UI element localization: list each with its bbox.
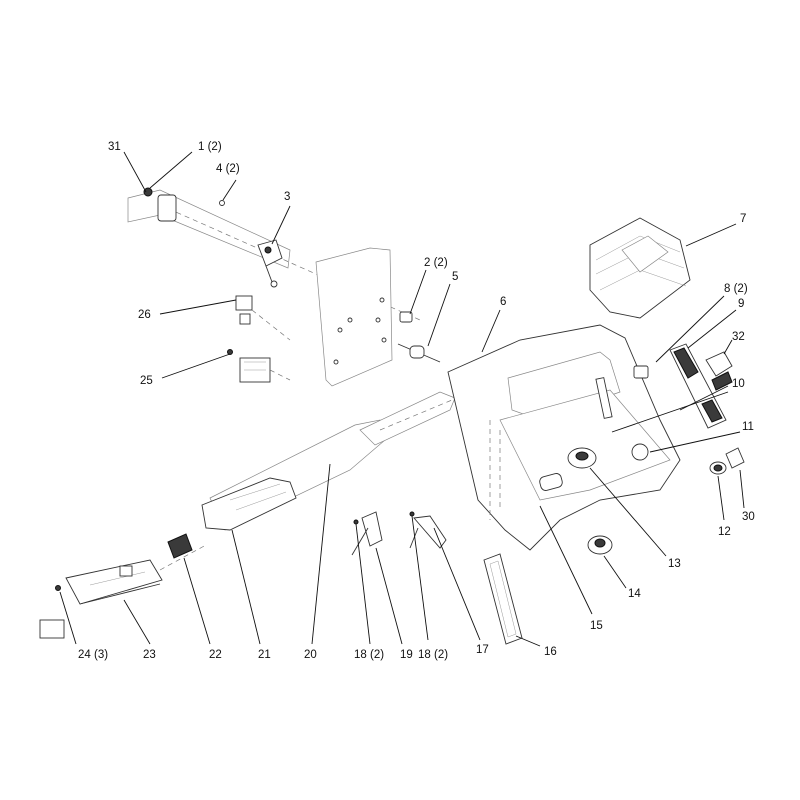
callout-20: 20: [304, 649, 317, 661]
shaft-bushing: [397, 343, 441, 363]
callout-16: 16: [544, 646, 557, 658]
callout-31: 31: [108, 141, 121, 153]
callout-14: 14: [628, 588, 641, 600]
callout-17: 17: [476, 644, 489, 656]
linkage-17: [409, 511, 447, 549]
switch-bracket-25: [227, 349, 291, 383]
callout-6: 6: [500, 296, 506, 308]
callout-19: 19: [400, 649, 413, 661]
steering-shaft-assembly: [127, 187, 421, 321]
callout-30: 30: [742, 511, 755, 523]
switch-panel: [633, 343, 727, 429]
tube-cover: [201, 477, 297, 531]
callout-22: 22: [209, 649, 222, 661]
callout-25: 25: [140, 375, 153, 387]
callout-18a: 18 (2): [354, 649, 384, 661]
decal-strip: [483, 553, 523, 645]
callout-7: 7: [740, 213, 746, 225]
callout-26: 26: [138, 309, 151, 321]
callout-12: 12: [718, 526, 731, 538]
rocker-switch: [705, 351, 733, 391]
switch-bracket-26: [235, 295, 291, 341]
boot-cover: [589, 217, 691, 319]
callout-13: 13: [668, 558, 681, 570]
dash-housing: [447, 324, 681, 551]
control-knob: [567, 447, 597, 469]
callout-2: 2 (2): [424, 257, 448, 269]
leader-lines: [59, 151, 745, 647]
callout-labels: 31 1 (2) 4 (2) 3 7 2 (2) 5 6 8 (2) 9 26 …: [78, 141, 755, 661]
callout-4: 4 (2): [216, 163, 240, 175]
fitting: [167, 533, 193, 559]
callout-11: 11: [742, 421, 754, 433]
callout-21: 21: [258, 649, 271, 661]
callout-8: 8 (2): [724, 283, 748, 295]
callout-15: 15: [590, 620, 603, 632]
callout-1: 1 (2): [198, 141, 222, 153]
linkage-19: [351, 511, 383, 556]
callout-24: 24 (3): [78, 649, 108, 661]
callout-10: 10: [732, 378, 745, 390]
ignition-key: [725, 447, 745, 469]
callout-3: 3: [284, 191, 290, 203]
callout-18b: 18 (2): [418, 649, 448, 661]
callout-23: 23: [143, 649, 156, 661]
small-knob: [587, 535, 613, 555]
callout-5: 5: [452, 271, 458, 283]
mounting-plate: [315, 247, 413, 387]
grommet: [709, 461, 727, 475]
callout-32: 32: [732, 331, 745, 343]
callout-9: 9: [738, 298, 744, 310]
lower-bracket: [39, 544, 207, 639]
